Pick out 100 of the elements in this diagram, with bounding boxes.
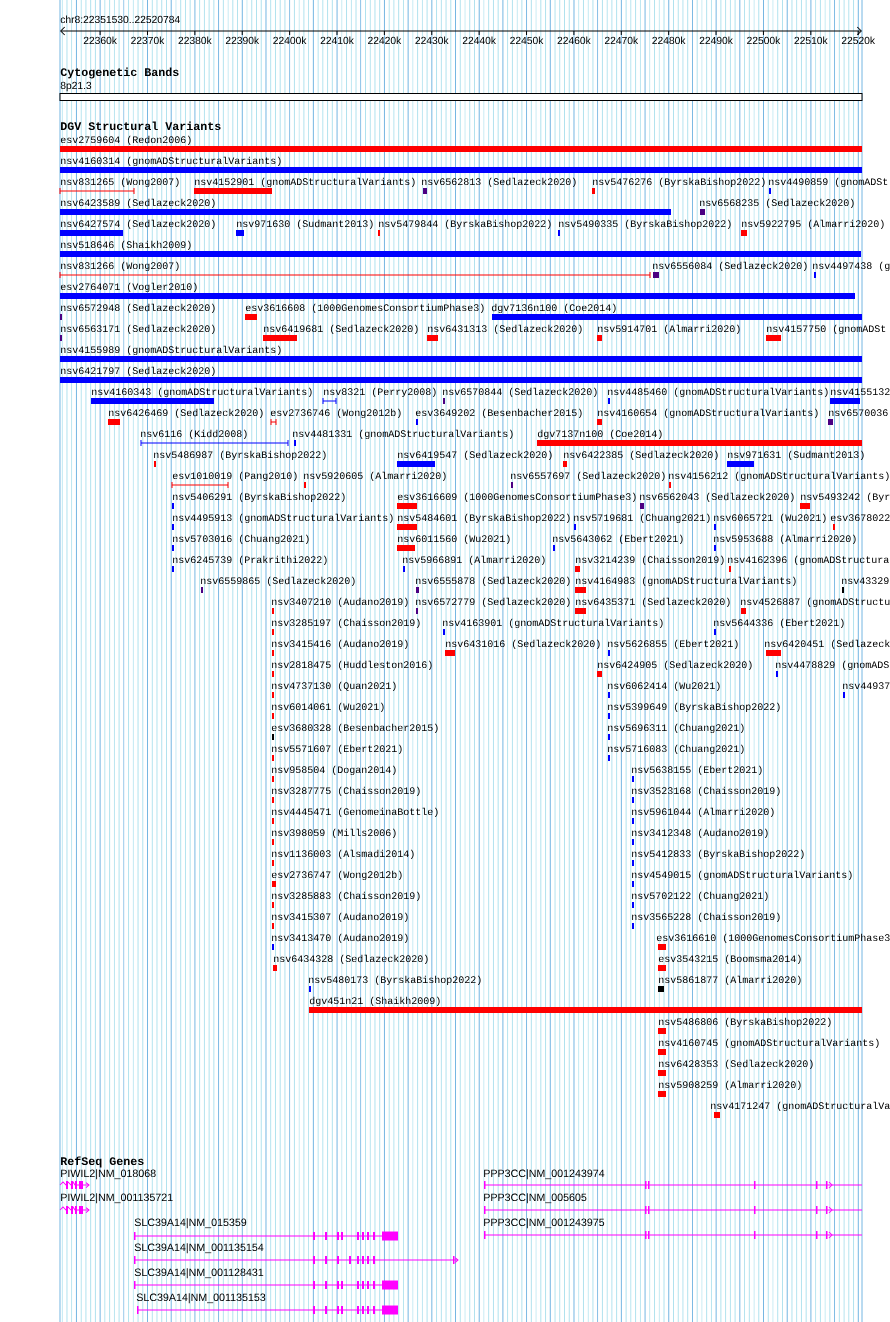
variant-label: esv3680328 (Besenbacher2015) [271, 723, 438, 734]
variant-label: nsv5908259 (Almarri2020) [659, 1080, 801, 1091]
variant-label: nsv3523168 (Chaisson2019) [632, 786, 780, 797]
region-label: chr8:22351530..22520784 [60, 15, 180, 24]
variant-label: esv2736746 (Wong2012b) [270, 408, 401, 419]
variant-label: nsv6572948 (Sedlazeck2020) [61, 303, 215, 314]
variant-label: nsv5961044 (Almarri2020) [632, 807, 774, 818]
variant-label: nsv2818475 (Huddleston2016) [272, 660, 432, 671]
variant-label: nsv5476276 (ByrskaBishop2022) [593, 177, 765, 188]
tick-label: 22490k [699, 36, 733, 45]
variant-label: nsv3285197 (Chaisson2019) [272, 618, 420, 629]
variant-label: nsv4157750 (gnomADSt [767, 324, 886, 335]
variant-label: esv2736747 (Wong2012b) [271, 870, 402, 881]
variant-label: nsv5480173 (ByrskaBishop2022) [309, 975, 481, 986]
variant-label: nsv6435371 (Sedlazeck2020) [576, 597, 730, 608]
tick-label: 22500k [747, 36, 781, 45]
variant-label: nsv6568235 (Sedlazeck2020) [700, 198, 854, 209]
variant-label: nsv6422385 (Sedlazeck2020) [564, 450, 718, 461]
variant-label: dgv451n21 (Shaikh2009) [309, 996, 440, 1007]
variant-label: nsv5920605 (Almarri2020) [304, 471, 446, 482]
gene-label: PPP3CC|NM_001243975 [484, 1218, 605, 1229]
variant-label: nsv3407210 (Audano2019) [272, 597, 408, 608]
tick-label: 22510k [794, 36, 828, 45]
variant-label: nsv5644336 (Ebert2021) [714, 618, 844, 629]
variant-label: nsv4164983 (gnomADStructuralVariants) [576, 576, 796, 587]
variant-label: nsv4162396 (gnomADStructura [728, 555, 889, 566]
variant-label: nsv6563171 (Sedlazeck2020) [61, 324, 215, 335]
band-label: 8p21.3 [60, 81, 92, 92]
variant-label: nsv5571607 (Ebert2021) [272, 744, 402, 755]
variant-label: nsv6062414 (Wu2021) [608, 681, 720, 692]
variant-label: nsv6424905 (Sedlazeck2020) [598, 660, 752, 671]
variant-label: nsv5953688 (Almarri2020) [714, 534, 856, 545]
variant-label: esv3616608 (1000GenomesConsortiumPhase3) [245, 303, 484, 314]
variant-label: nsv5490335 (ByrskaBishop2022) [559, 219, 731, 230]
variant-label: nsv4155989 (gnomADStructuralVariants) [61, 345, 281, 356]
variant-label: nsv5412833 (ByrskaBishop2022) [632, 849, 804, 860]
variant-label: dgv7137n100 (Coe2014) [537, 429, 662, 440]
variant-label: nsv5861877 (Almarri2020) [659, 975, 801, 986]
variant-label: nsv6421797 (Sedlazeck2020) [61, 366, 215, 377]
gene-label: SLC39A14|NM_001135153 [136, 1293, 266, 1304]
variant-label: nsv5643062 (Ebert2021) [553, 534, 683, 545]
variant-label: nsv6245739 (Prakrithi2022) [173, 555, 327, 566]
variant-label: nsv5486987 (ByrskaBishop2022) [154, 450, 326, 461]
variant-label: esv3543215 (Boomsma2014) [658, 954, 801, 965]
variant-label: nsv6011560 (Wu2021) [398, 534, 510, 545]
variant-label: nsv6431016 (Sedlazeck2020) [446, 639, 600, 650]
variant-label: nsv4155132 [831, 388, 890, 396]
variant-label: nsv6420451 (Sedlazeck [765, 639, 890, 650]
variant-label: nsv4171247 (gnomADStructuralVa [711, 1101, 890, 1112]
gene-label: SLC39A14|NM_015359 [134, 1218, 247, 1229]
tick-label: 22410k [320, 36, 354, 45]
variant-label: nsv6116 (Kidd2008) [141, 429, 247, 440]
variant-label: nsv6427574 (Sedlazeck2020) [61, 219, 215, 230]
variant-label: nsv6419547 (Sedlazeck2020) [398, 450, 552, 461]
variant-label: nsv5922795 (Almarri2020) [742, 219, 884, 230]
tick-label: 22370k [131, 36, 165, 45]
variant-label: nsv44937 [843, 682, 890, 690]
variant-label: nsv5486806 (ByrskaBishop2022) [659, 1017, 831, 1028]
variant-label: nsv4160314 (gnomADStructuralVariants) [61, 156, 281, 167]
variant-label: nsv6426469 (Sedlazeck2020) [109, 408, 263, 419]
tick-label: 22470k [604, 36, 639, 45]
variant-label: esv3616610 (1000GenomesConsortiumPhase3 [656, 933, 890, 944]
variant-label: nsv4481331 (gnomADStructuralVariants) [293, 429, 513, 440]
tick-label: 22380k [178, 36, 212, 45]
tick-label: 22420k [368, 36, 402, 45]
tick-label: 22360k [83, 36, 117, 45]
variant-label: nsv971631 (Sudmant2013) [728, 450, 864, 461]
variant-label: nsv4526887 (gnomADStructu [741, 597, 890, 608]
variant-label: nsv4490859 (gnomADSt [769, 177, 888, 188]
variant-label: esv3678022 [830, 514, 890, 522]
variant-label: esv3649202 (Besenbacher2015) [415, 408, 582, 419]
variant-label: nsv6434328 (Sedlazeck2020) [274, 954, 428, 965]
variant-label: nsv4485460 (gnomADStructuralVariants) [608, 387, 828, 398]
variant-label: nsv5702122 (Chuang2021) [632, 891, 768, 902]
variant-label: esv2759604 (Redon2006) [60, 135, 191, 146]
variant-label: nsv6419681 (Sedlazeck2020) [264, 324, 418, 335]
gene-label: PIWIL2|NM_001135721 [61, 1193, 173, 1204]
gene-label: SLC39A14|NM_001135154 [134, 1243, 264, 1254]
variant-label: nsv3412348 (Audano2019) [632, 828, 768, 839]
variant-label: nsv6065721 (Wu2021) [714, 513, 826, 524]
variant-label: nsv4160654 (gnomADStructuralVariants) [598, 408, 818, 419]
track-title: DGV Structural Variants [61, 121, 221, 131]
variant-label: nsv5703016 (Chuang2021) [173, 534, 309, 545]
variant-label: nsv6559865 (Sedlazeck2020) [201, 576, 355, 587]
gene-label: PPP3CC|NM_001243974 [484, 1169, 605, 1180]
variant-label: nsv831266 (Wong2007) [61, 261, 179, 272]
variant-label: nsv5479844 (ByrskaBishop2022) [379, 219, 551, 230]
variant-label: nsv5493242 (Byr [801, 492, 890, 503]
variant-label: nsv4445471 (GenomeinaBottle) [272, 807, 438, 818]
variant-label: nsv4163901 (gnomADStructuralVariants) [443, 618, 663, 629]
variant-label: nsv8321 (Perry2008) [324, 387, 436, 398]
variant-label: nsv5719681 (Chuang2021) [574, 513, 710, 524]
variant-label: nsv3413470 (Audano2019) [272, 933, 408, 944]
variant-label: nsv3565228 (Chaisson2019) [632, 912, 780, 923]
variant-label: nsv43329 [842, 577, 889, 585]
variant-label: nsv6572779 (Sedlazeck2020) [416, 597, 570, 608]
variant-label: nsv5716083 (Chuang2021) [608, 744, 744, 755]
variant-label: nsv398059 (Mills2006) [272, 828, 396, 839]
variant-label: nsv6570036 [829, 409, 888, 417]
variant-label: nsv3415307 (Audano2019) [272, 912, 408, 923]
